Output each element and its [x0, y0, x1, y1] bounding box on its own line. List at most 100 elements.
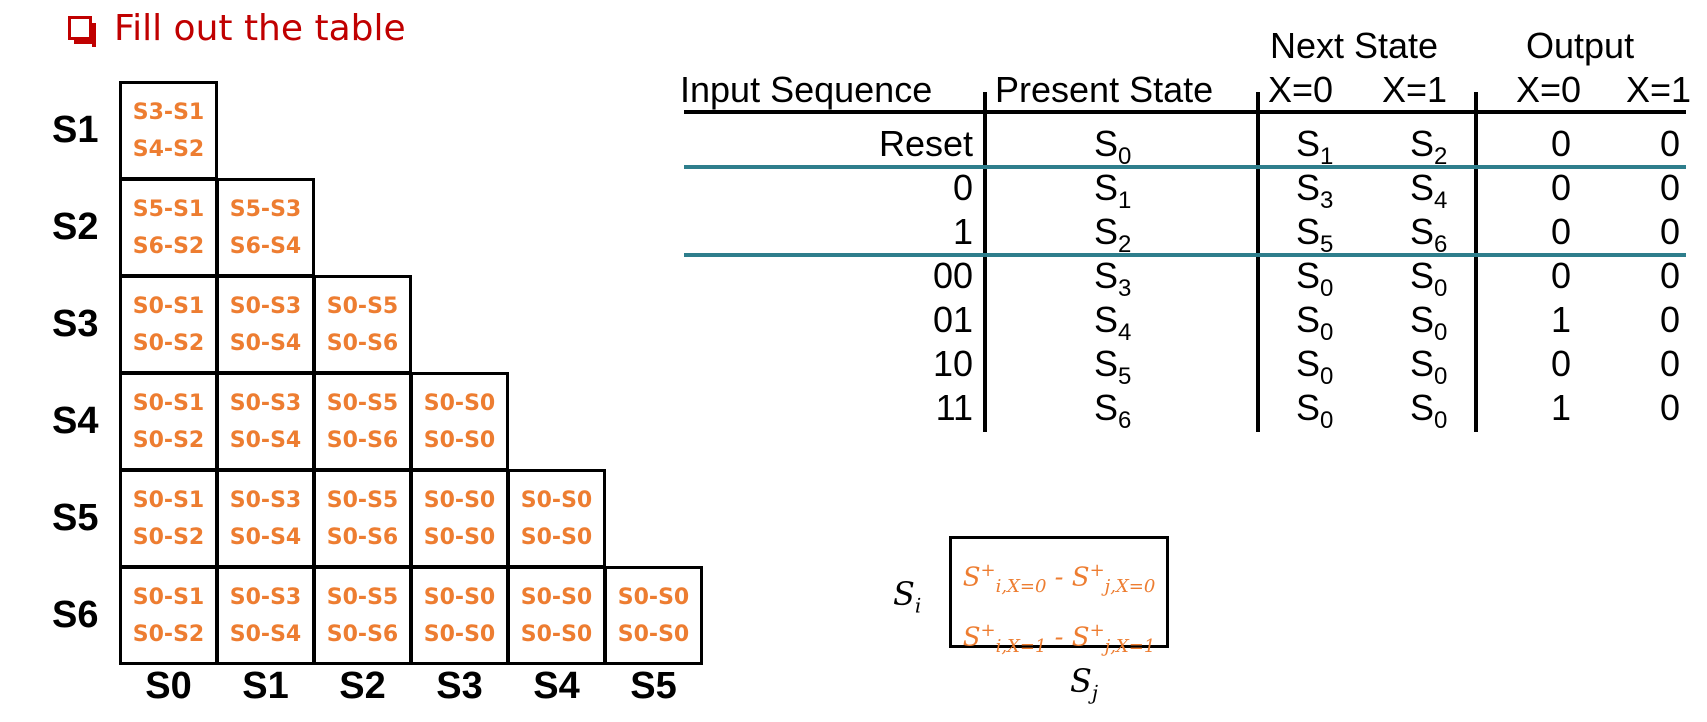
output-x0-cell: 1: [1551, 299, 1572, 340]
cell-implied-pair: S0-S6: [326, 524, 399, 550]
chart-col-label: S0: [145, 665, 192, 707]
cell-implied-pair: S0-S0: [520, 487, 593, 513]
output-x0-cell: 0: [1551, 255, 1572, 296]
cell-implied-pair: S0-S0: [423, 427, 496, 453]
cell-implied-pair: S0-S0: [423, 524, 496, 550]
cell-implied-pair: S0-S5: [326, 584, 399, 610]
next-state-x0-cell: S3: [1296, 167, 1334, 215]
cell-implied-pair: S0-S0: [520, 584, 593, 610]
cell-implied-pair: S0-S0: [423, 584, 496, 610]
input-sequence-cell: 00: [932, 255, 973, 296]
column-divider: [1256, 92, 1260, 432]
chart-col-label: S4: [533, 665, 580, 707]
output-x1-cell: 0: [1660, 299, 1681, 340]
next-state-x0-cell: S0: [1296, 343, 1334, 391]
group-separator: [684, 165, 1686, 169]
cell-implied-pair: S0-S1: [132, 390, 205, 416]
output-x1-cell: 0: [1660, 123, 1681, 164]
cell-implied-pair: S0-S0: [423, 621, 496, 647]
legend-row-label: Si: [893, 575, 922, 618]
input-sequence-cell: 1: [952, 211, 973, 252]
chart-row-label: S4: [52, 400, 99, 442]
input-sequence-cell: Reset: [878, 123, 973, 164]
next-state-x1-header: X=1: [1382, 69, 1448, 110]
output-x1-header: X=1: [1626, 69, 1692, 110]
chart-col-label: S1: [242, 665, 289, 707]
present-state-cell: S3: [1094, 255, 1132, 303]
next-state-x0-cell: S0: [1296, 387, 1334, 435]
chart-row-label: S5: [52, 497, 99, 539]
cell-implied-pair: S0-S0: [520, 524, 593, 550]
chart-row-label: S1: [52, 109, 99, 151]
input-sequence-cell: 11: [935, 387, 973, 428]
cell-implied-pair: S0-S6: [326, 427, 399, 453]
header-rule: [684, 110, 1686, 114]
next-state-x1-cell: S0: [1410, 343, 1448, 391]
cell-implied-pair: S0-S6: [326, 330, 399, 356]
output-x0-cell: 1: [1551, 387, 1572, 428]
output-x0-cell: 0: [1551, 167, 1572, 208]
cell-implied-pair: S0-S2: [132, 427, 205, 453]
cell-implied-pair: S5-S3: [229, 196, 302, 222]
present-state-header: Present State: [995, 69, 1214, 110]
chart-col-label: S5: [630, 665, 677, 707]
chart-col-label: S3: [436, 665, 483, 707]
input-sequence-header: Input Sequence: [680, 69, 933, 110]
next-state-group-header: Next State: [1270, 25, 1439, 66]
output-x1-cell: 0: [1660, 255, 1681, 296]
output-x1-cell: 0: [1660, 167, 1681, 208]
next-state-x0-cell: S0: [1296, 255, 1334, 303]
output-x0-cell: 0: [1551, 211, 1572, 252]
cell-implied-pair: S0-S5: [326, 487, 399, 513]
cell-implied-pair: S0-S0: [617, 584, 690, 610]
cell-implied-pair: S0-S3: [229, 390, 302, 416]
next-state-x1-cell: S6: [1410, 211, 1448, 259]
output-x0-cell: 0: [1551, 123, 1572, 164]
cell-implied-pair: S0-S3: [229, 293, 302, 319]
chart-row-label: S2: [52, 206, 99, 248]
next-state-x0-header: X=0: [1268, 69, 1334, 110]
slide-title: Fill out the table: [114, 7, 406, 49]
cell-implied-pair: S0-S6: [326, 621, 399, 647]
present-state-cell: S1: [1094, 167, 1132, 215]
cell-implied-pair: S6-S4: [229, 233, 302, 259]
input-sequence-cell: 01: [932, 299, 973, 340]
next-state-x0-cell: S1: [1296, 123, 1334, 171]
present-state-cell: S4: [1094, 299, 1132, 347]
cell-implied-pair: S0-S4: [229, 621, 302, 647]
cell-implied-pair: S0-S2: [132, 621, 205, 647]
chart-row-label: S6: [52, 594, 99, 636]
cell-implied-pair: S0-S5: [326, 390, 399, 416]
chart-row-label: S3: [52, 303, 99, 345]
cell-implied-pair: S0-S5: [326, 293, 399, 319]
output-x0-header: X=0: [1516, 69, 1582, 110]
output-x0-cell: 0: [1551, 343, 1572, 384]
next-state-x1-cell: S4: [1410, 167, 1448, 215]
next-state-x1-cell: S0: [1410, 255, 1448, 303]
legend-cell: S+i,X=0 - S+j,X=0 S+i,X=1 - S+j,X=1: [949, 536, 1169, 657]
legend-line-1: S+i,X=0 - S+j,X=0: [962, 560, 1156, 597]
column-divider: [1474, 92, 1478, 432]
output-x1-cell: 0: [1660, 211, 1681, 252]
present-state-cell: S2: [1094, 211, 1132, 259]
cell-implied-pair: S0-S0: [423, 487, 496, 513]
next-state-x1-cell: S0: [1410, 299, 1448, 347]
